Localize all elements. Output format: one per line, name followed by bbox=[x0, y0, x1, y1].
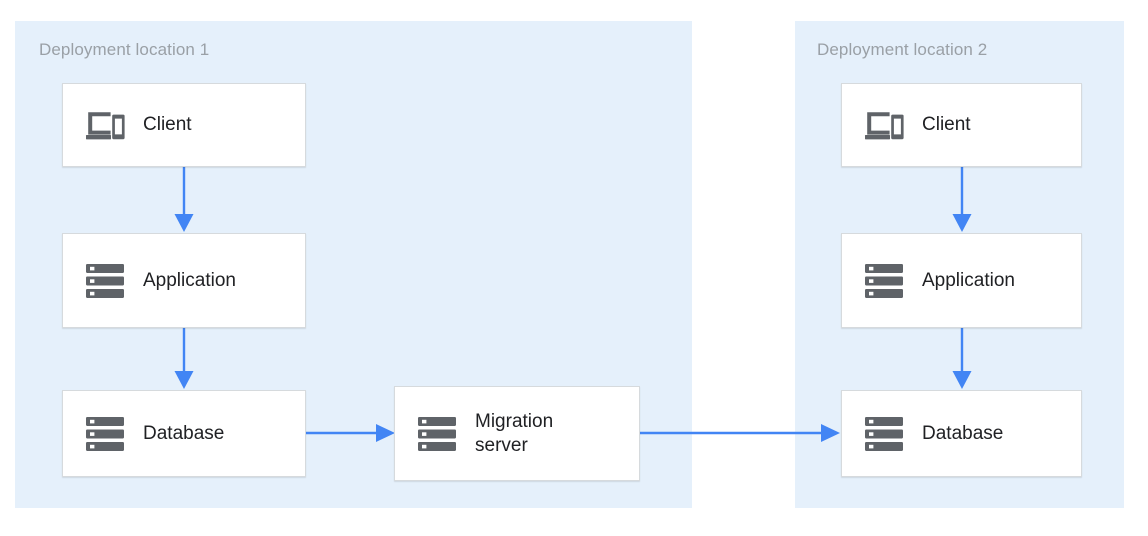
server-icon bbox=[862, 412, 906, 456]
node-client-1-label: Client bbox=[143, 114, 192, 135]
node-database-1[interactable]: Database bbox=[62, 390, 306, 477]
node-application-2[interactable]: Application bbox=[841, 233, 1082, 328]
edge-client2-to-app2 bbox=[950, 167, 974, 233]
node-migration-server-label: Migration server bbox=[475, 410, 554, 456]
edge-app2-to-db2 bbox=[950, 328, 974, 390]
node-application-2-label: Application bbox=[922, 269, 1015, 291]
devices-icon bbox=[83, 103, 127, 147]
node-database-2[interactable]: Database bbox=[841, 390, 1082, 477]
server-icon bbox=[862, 259, 906, 303]
node-client-1[interactable]: Client bbox=[62, 83, 306, 167]
node-client-2-label: Client bbox=[922, 114, 971, 135]
edge-migration-server-to-db2 bbox=[640, 422, 841, 444]
deployment-zone-1-label: Deployment location 1 bbox=[39, 40, 210, 59]
node-client-2[interactable]: Client bbox=[841, 83, 1082, 167]
edge-app1-to-db1 bbox=[172, 328, 196, 390]
server-icon bbox=[83, 412, 127, 456]
server-icon bbox=[83, 259, 127, 303]
node-database-1-label: Database bbox=[143, 422, 225, 444]
deployment-zone-2-label: Deployment location 2 bbox=[817, 40, 988, 59]
node-migration-server[interactable]: Migration server bbox=[394, 386, 640, 481]
server-icon bbox=[415, 412, 459, 456]
node-application-1-label: Application bbox=[143, 269, 236, 291]
edge-client1-to-app1 bbox=[172, 167, 196, 233]
edge-db1-to-migration-server bbox=[306, 422, 396, 444]
node-application-1[interactable]: Application bbox=[62, 233, 306, 328]
node-database-2-label: Database bbox=[922, 422, 1004, 444]
devices-icon bbox=[862, 103, 906, 147]
